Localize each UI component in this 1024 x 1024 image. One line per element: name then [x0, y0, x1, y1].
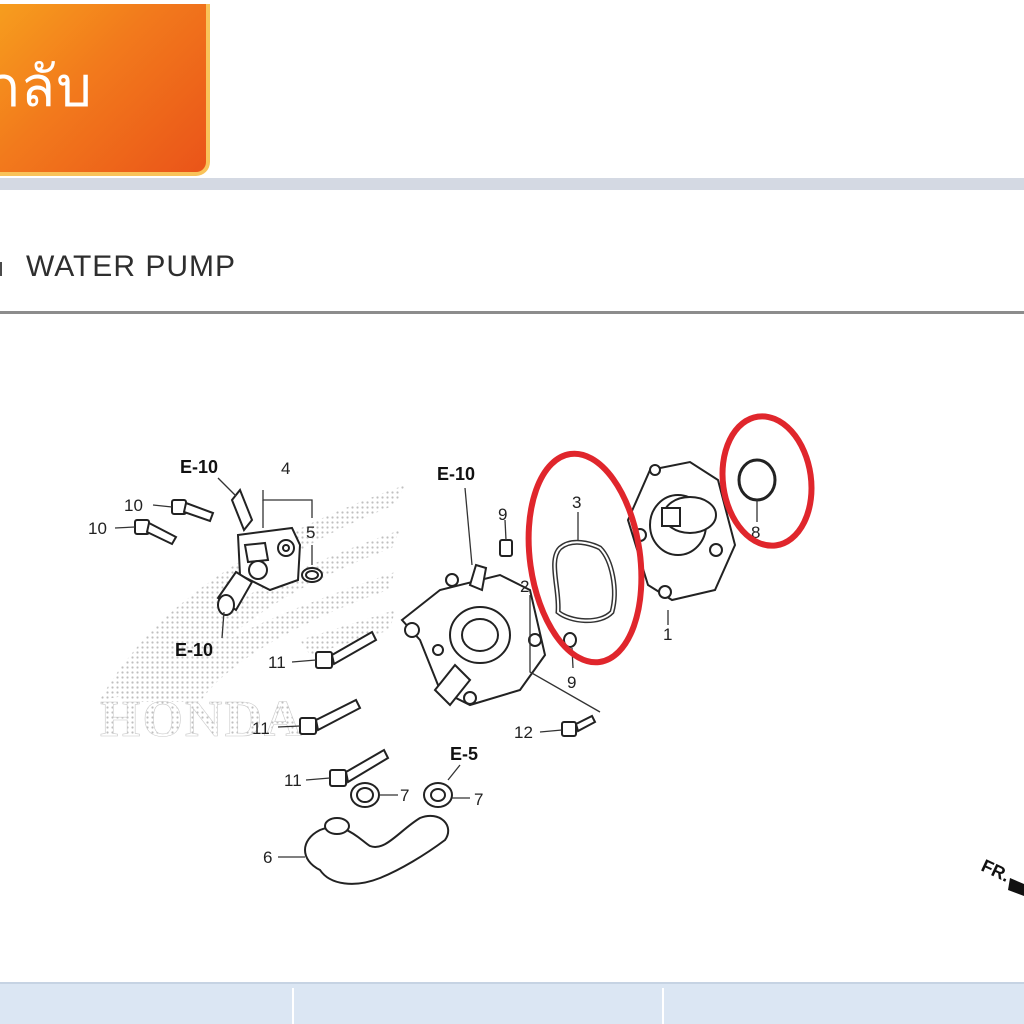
honda-watermark-text: HONDA — [100, 691, 304, 748]
ref-e5: E-5 — [450, 744, 478, 764]
dowel-pin-9 — [499, 539, 513, 557]
header-divider — [0, 178, 1024, 190]
callout-11-b: 11 — [252, 719, 270, 738]
highlight-circle-part-3 — [525, 450, 645, 666]
callout-5: 5 — [306, 523, 315, 542]
callout-10-upper: 10 — [124, 496, 143, 515]
bolt-11-b — [299, 698, 362, 735]
section-title: WATER PUMP — [26, 250, 236, 283]
callout-7-left: 7 — [400, 786, 409, 805]
callout-8: 8 — [751, 523, 760, 542]
back-button[interactable]: กลับ — [0, 4, 210, 176]
bottom-tab-1[interactable] — [0, 984, 292, 1024]
leader-lines — [114, 477, 758, 858]
bottom-tab-bar — [0, 982, 1024, 1024]
section-bullet — [0, 262, 2, 276]
highlight-circle-part-8 — [719, 413, 815, 549]
callout-1: 1 — [663, 625, 672, 644]
parts-diagram: HONDA — [0, 314, 1024, 982]
ref-e10-bottom-left: E-10 — [175, 640, 213, 660]
o-ring-8 — [737, 458, 777, 502]
callout-9-bottom: 9 — [567, 673, 576, 692]
direction-marker: FR. — [978, 855, 1013, 885]
callout-11-a: 11 — [268, 653, 286, 672]
bolt-11-a — [315, 630, 378, 669]
bottom-tab-2[interactable] — [294, 984, 662, 1024]
bolt-12 — [561, 714, 597, 737]
o-ring-9 — [563, 632, 577, 648]
callout-6: 6 — [263, 848, 272, 867]
callout-12: 12 — [514, 723, 533, 742]
ref-e10-top-left: E-10 — [180, 457, 218, 477]
callout-7-right: 7 — [474, 790, 483, 809]
ref-e10-top-mid: E-10 — [437, 464, 475, 484]
hose-clamp-7-right — [423, 782, 453, 808]
callout-10-lower: 10 — [88, 519, 107, 538]
pump-body — [626, 460, 737, 602]
bottom-tab-3[interactable] — [664, 984, 1024, 1024]
tab-separator — [662, 988, 664, 1024]
tab-separator — [292, 988, 294, 1024]
hose-clamp-7-left — [350, 782, 380, 808]
water-joint-assembly — [216, 488, 323, 616]
callout-11-c: 11 — [284, 771, 302, 790]
section-header — [0, 190, 1024, 312]
honda-wing-watermark: HONDA — [100, 485, 405, 748]
title-rule — [0, 311, 1024, 314]
pump-cover — [400, 563, 547, 707]
back-button-label: กลับ — [0, 55, 93, 120]
bolt-10-upper — [171, 499, 215, 523]
bolt-10-lower — [134, 519, 178, 546]
callout-3: 3 — [572, 493, 581, 512]
bolt-11-c — [329, 748, 390, 787]
callout-9-top: 9 — [498, 505, 507, 524]
top-bar: กลับ — [0, 0, 1024, 178]
callout-2: 2 — [520, 577, 529, 596]
callout-4: 4 — [281, 459, 290, 478]
